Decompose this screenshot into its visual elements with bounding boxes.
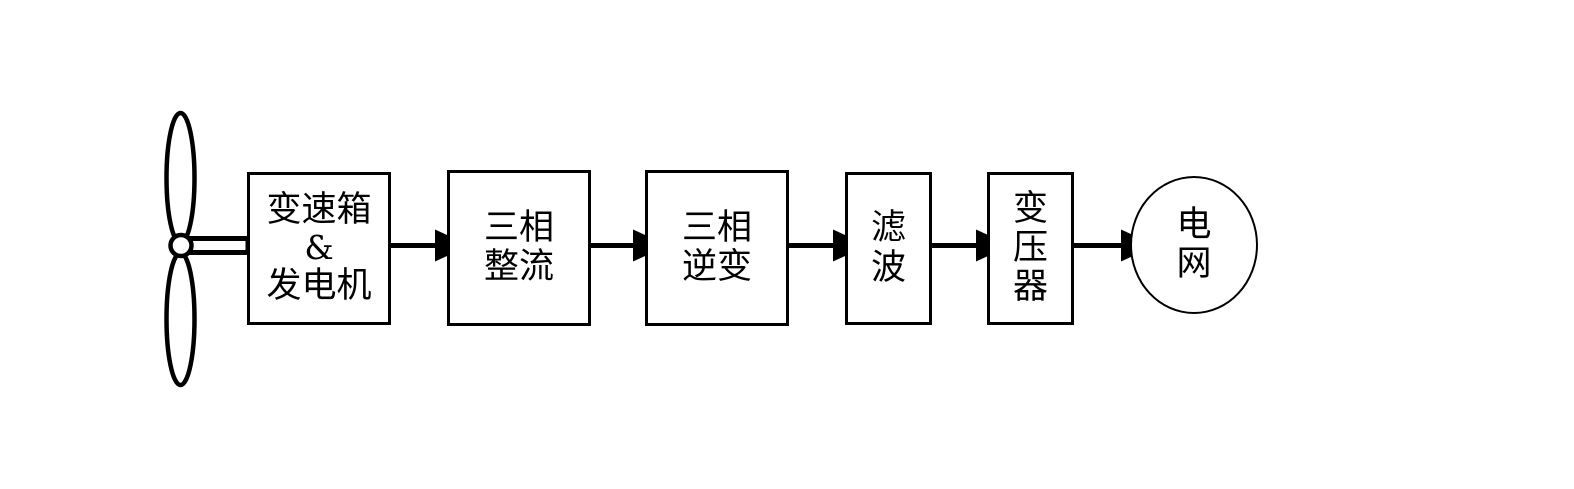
- gearbox-generator-block[interactable]: [247, 172, 391, 325]
- filter-block[interactable]: [845, 172, 932, 325]
- three-phase-rectifier-block[interactable]: [447, 170, 591, 326]
- turbine-blade-upper-icon: [164, 110, 197, 246]
- three-phase-inverter-block[interactable]: [645, 170, 789, 326]
- power-grid-node[interactable]: [1130, 176, 1258, 314]
- transformer-block[interactable]: [987, 172, 1074, 325]
- turbine-blade-lower-icon: [164, 250, 197, 388]
- turbine-hub-icon: [168, 232, 194, 259]
